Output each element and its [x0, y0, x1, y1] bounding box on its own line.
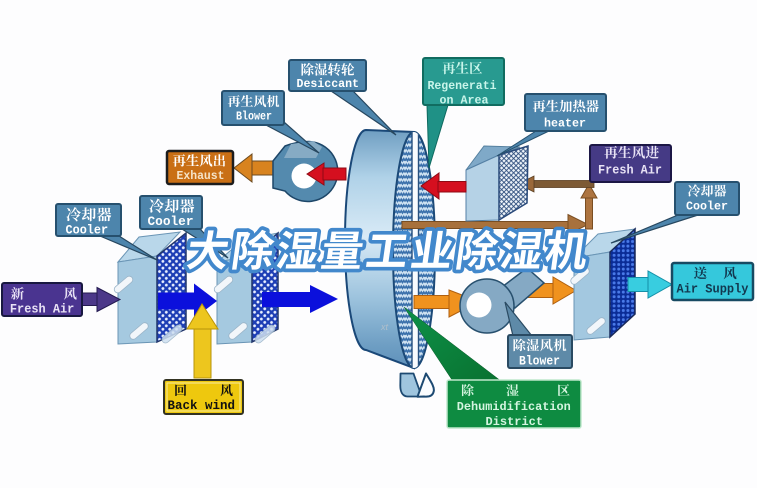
svg-text:Dehumidification: Dehumidification: [457, 400, 571, 414]
svg-text:on Area: on Area: [440, 95, 489, 108]
svg-text:Desiccant: Desiccant: [297, 77, 360, 91]
svg-text:heater: heater: [544, 117, 586, 131]
svg-text:Back wind: Back wind: [168, 398, 236, 413]
svg-text:Fresh Air: Fresh Air: [10, 302, 74, 317]
svg-text:Air Supply: Air Supply: [677, 282, 749, 297]
svg-text:District: District: [486, 415, 544, 429]
svg-text:Regenerati: Regenerati: [428, 80, 497, 93]
svg-text:Cooler: Cooler: [66, 224, 109, 238]
svg-text:Cooler: Cooler: [686, 200, 728, 214]
svg-text:Blower: Blower: [236, 110, 272, 124]
svg-text:Exhaust: Exhaust: [177, 169, 225, 183]
svg-text:Cooler: Cooler: [148, 215, 194, 229]
svg-text:xt: xt: [380, 322, 389, 332]
svg-text:Blower: Blower: [519, 355, 560, 369]
svg-text:Fresh Air: Fresh Air: [598, 163, 662, 178]
